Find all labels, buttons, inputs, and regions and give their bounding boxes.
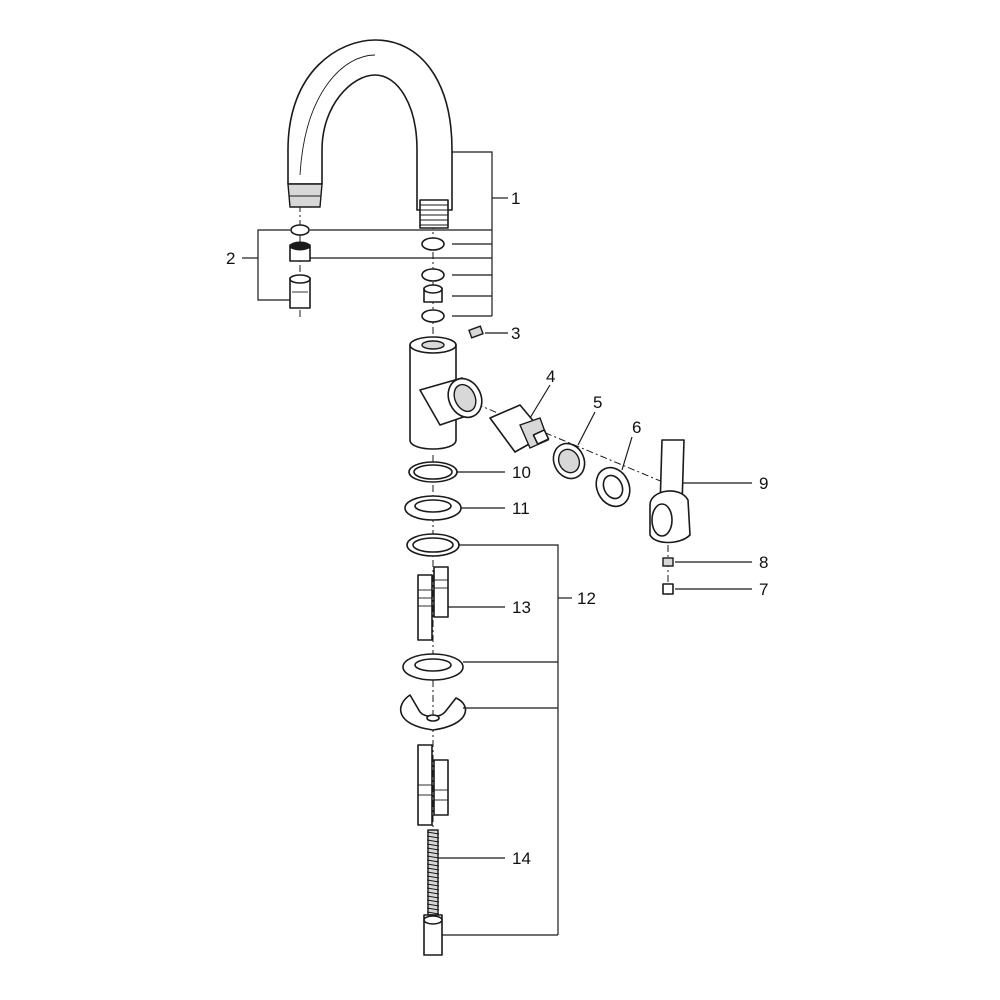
callout-5: 5 <box>593 393 602 412</box>
set-screw <box>468 325 484 339</box>
callout-3: 3 <box>511 324 520 343</box>
callout-13: 13 <box>512 598 531 617</box>
callout-labels: 1 2 3 4 5 6 7 8 9 10 11 12 13 14 <box>226 189 768 868</box>
horseshoe-plate <box>400 694 467 731</box>
callout-12: 12 <box>577 589 596 608</box>
callout-10: 10 <box>512 463 531 482</box>
threaded-stud <box>423 829 443 956</box>
spout <box>287 39 453 229</box>
callout-9: 9 <box>759 474 768 493</box>
callout-6: 6 <box>632 418 641 437</box>
mounting-ring <box>406 533 460 557</box>
spout-seals <box>421 237 445 323</box>
callout-1: 1 <box>511 189 520 208</box>
callout-14: 14 <box>512 849 531 868</box>
leader-lines <box>242 151 752 936</box>
aerator-assembly <box>289 224 311 309</box>
base-washer <box>404 495 462 521</box>
callout-4: 4 <box>546 367 555 386</box>
supply-hoses-lower <box>417 744 449 826</box>
callout-8: 8 <box>759 553 768 572</box>
handle-screws <box>662 557 674 595</box>
cover-cap <box>595 466 631 508</box>
center-lines <box>299 205 671 935</box>
base-o-ring <box>408 461 458 483</box>
cartridge <box>489 404 550 453</box>
callout-2: 2 <box>226 249 235 268</box>
callout-11: 11 <box>512 499 530 518</box>
faucet-body <box>409 336 483 450</box>
callout-7: 7 <box>759 580 768 599</box>
lever-handle <box>649 439 691 544</box>
cartridge-nut <box>552 442 586 480</box>
supply-hoses-upper <box>417 566 449 641</box>
lower-washer <box>402 653 464 681</box>
